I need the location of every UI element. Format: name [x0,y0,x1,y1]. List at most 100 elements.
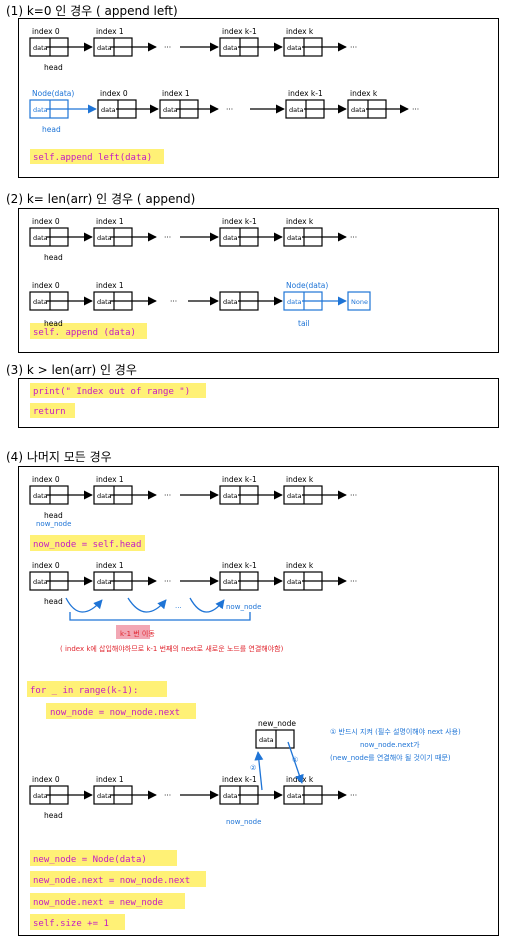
arc-2 [127,597,167,613]
s4r2-n0-index-label: index 0 [32,561,60,570]
s4r2-nk-index-label: index k [286,561,314,570]
now-node-label-2: now_node [226,603,261,611]
s4r3-tail-ellipsis: ··· [350,791,357,800]
s1r1-n0-data-text: data [33,44,48,52]
s2r2-n1-data-text: data [97,298,112,306]
s1r2-new-index-label: Node(data) [32,89,74,98]
code-now-node-head: now_node = self.head [33,540,141,550]
note-line-2: now_node.next가 [360,740,420,749]
s4r3-n1-data-text: data [97,792,112,800]
s1r1-head: head [44,63,63,72]
step-2: ② [250,764,256,772]
highlight-s4b [27,681,167,697]
s2r1-head: head [44,253,63,262]
s4r2-nkm1-data-text: data [223,578,238,586]
s4r3-head: head [44,811,63,820]
s1r2-new-data-text: data [33,106,48,114]
code-return: return [33,407,66,417]
code-now-node-next-assign: now_node.next = new_node [33,898,163,908]
s4r1-nk-data-text: data [287,492,302,500]
s1r2-n0-data-text: data [101,106,116,114]
highlight-s4e [30,871,206,887]
s1r2-nkm1-index-label: index k-1 [288,89,323,98]
s4r1-tail-ellipsis: ··· [350,491,357,500]
s2r1-nk-data-text: data [287,234,302,242]
k1-move-text: k-1 번 이동 [120,629,155,638]
s1r2-nk-data-text: data [351,106,366,114]
s4-new-node-box [255,729,295,749]
step-1: ① [292,756,298,764]
s1r1-n0-index-label: index 0 [32,27,60,36]
s2r1-n0-data-text: data [33,234,48,242]
s2r1-n1-index-label: index 1 [96,217,124,226]
s4r3-nkm1-data-text: data [223,792,238,800]
s4r2-head: head [44,597,63,606]
code-append-left: self.append left(data) [33,153,152,163]
highlight-s4f [30,893,185,909]
highlight-s1 [30,149,164,164]
link-km1-to-new [254,751,264,791]
s2r2-ellipsis: ··· [170,297,177,306]
code-new-node-next: new_node.next = now_node.next [33,876,190,886]
s1r2-n1-data-text: data [163,106,178,114]
code-for-loop: for _ in range(k-1): [30,686,138,696]
k1-bracket [69,612,251,621]
s4r3-n0-data-text: data [33,792,48,800]
s4r1-nk-index-label: index k [286,475,314,484]
s4r2-n0-data-text: data [33,578,48,586]
s1r1-n1-index-label: index 1 [96,27,124,36]
code-new-node: new_node = Node(data) [33,855,147,865]
s1r1-nkm1-index-label: index k-1 [222,27,257,36]
s2r2-n1-index-label: index 1 [96,281,124,290]
s1r2-ellipsis: ··· [226,105,233,114]
arc-3 [189,597,225,613]
s1r2-tail-ellipsis: ··· [412,105,419,114]
highlight-s4c [46,703,196,719]
s2r2-new-index-label: Node(data) [286,281,328,290]
code-append: self. append (data) [33,328,136,338]
panel-3 [18,378,499,428]
s4r2-n1-data-text: data [97,578,112,586]
s4r1-n0-data-text: data [33,492,48,500]
s4r3-ellipsis: ··· [164,791,171,800]
s2r2-n0-data-text: data [33,298,48,306]
s1r1-nk-index-label: index k [286,27,314,36]
s4r1-n0-index-label: index 0 [32,475,60,484]
s4r1-n1-data-text: data [97,492,112,500]
s1r1-n1-data-text: data [97,44,112,52]
move-arcs [65,597,251,621]
highlight-k1move [116,625,150,639]
s4r1-now-node: now_node [36,520,71,528]
link-new-to-k [287,741,304,784]
code-lines: self.append left(data) self. append (dat… [30,153,190,929]
highlight-s4g [30,914,125,930]
arc-ellipsis: ··· [175,604,182,612]
panel-2 [18,208,499,353]
s2r1-ellipsis: ··· [164,233,171,242]
s2r2-nkm1-data-text: data [223,298,238,306]
arc-1 [65,597,103,613]
s1r2-head: head [42,125,61,134]
s1r2-n0-index-label: index 0 [100,89,128,98]
s4r2-tail-ellipsis: ··· [350,577,357,586]
k1-reason-text: ( index k에 삽입해야하므로 k-1 번째의 next로 새로운 노드를… [60,644,284,653]
s2r1-nk-index-label: index k [286,217,314,226]
s4r1-nkm1-data-text: data [223,492,238,500]
highlight-s3b [30,403,75,418]
s2r2-head: head [44,319,63,328]
section-2-title: (2) k= len(arr) 인 경우 ( append) [6,192,196,206]
highlight-s3a [30,383,206,398]
s2r1-tail-ellipsis: ··· [350,233,357,242]
code-size-inc: self.size += 1 [33,919,109,929]
s2r2-tail: tail [298,319,310,328]
s1r2-nkm1-data-text: data [289,106,304,114]
highlight-s4a [30,535,145,551]
s1r1-nkm1-data-text: data [223,44,238,52]
code-now-node-next: now_node = now_node.next [50,708,180,718]
s4r1-nkm1-index-label: index k-1 [222,475,257,484]
s4r2-nk-data-text: data [287,578,302,586]
s2r2-new-data-text: data [287,298,302,306]
s2r2-none-text: None [351,298,368,306]
section-3-title: (3) k > len(arr) 인 경우 [6,363,137,377]
s4r3-nkm1-index-label: index k-1 [222,775,257,784]
